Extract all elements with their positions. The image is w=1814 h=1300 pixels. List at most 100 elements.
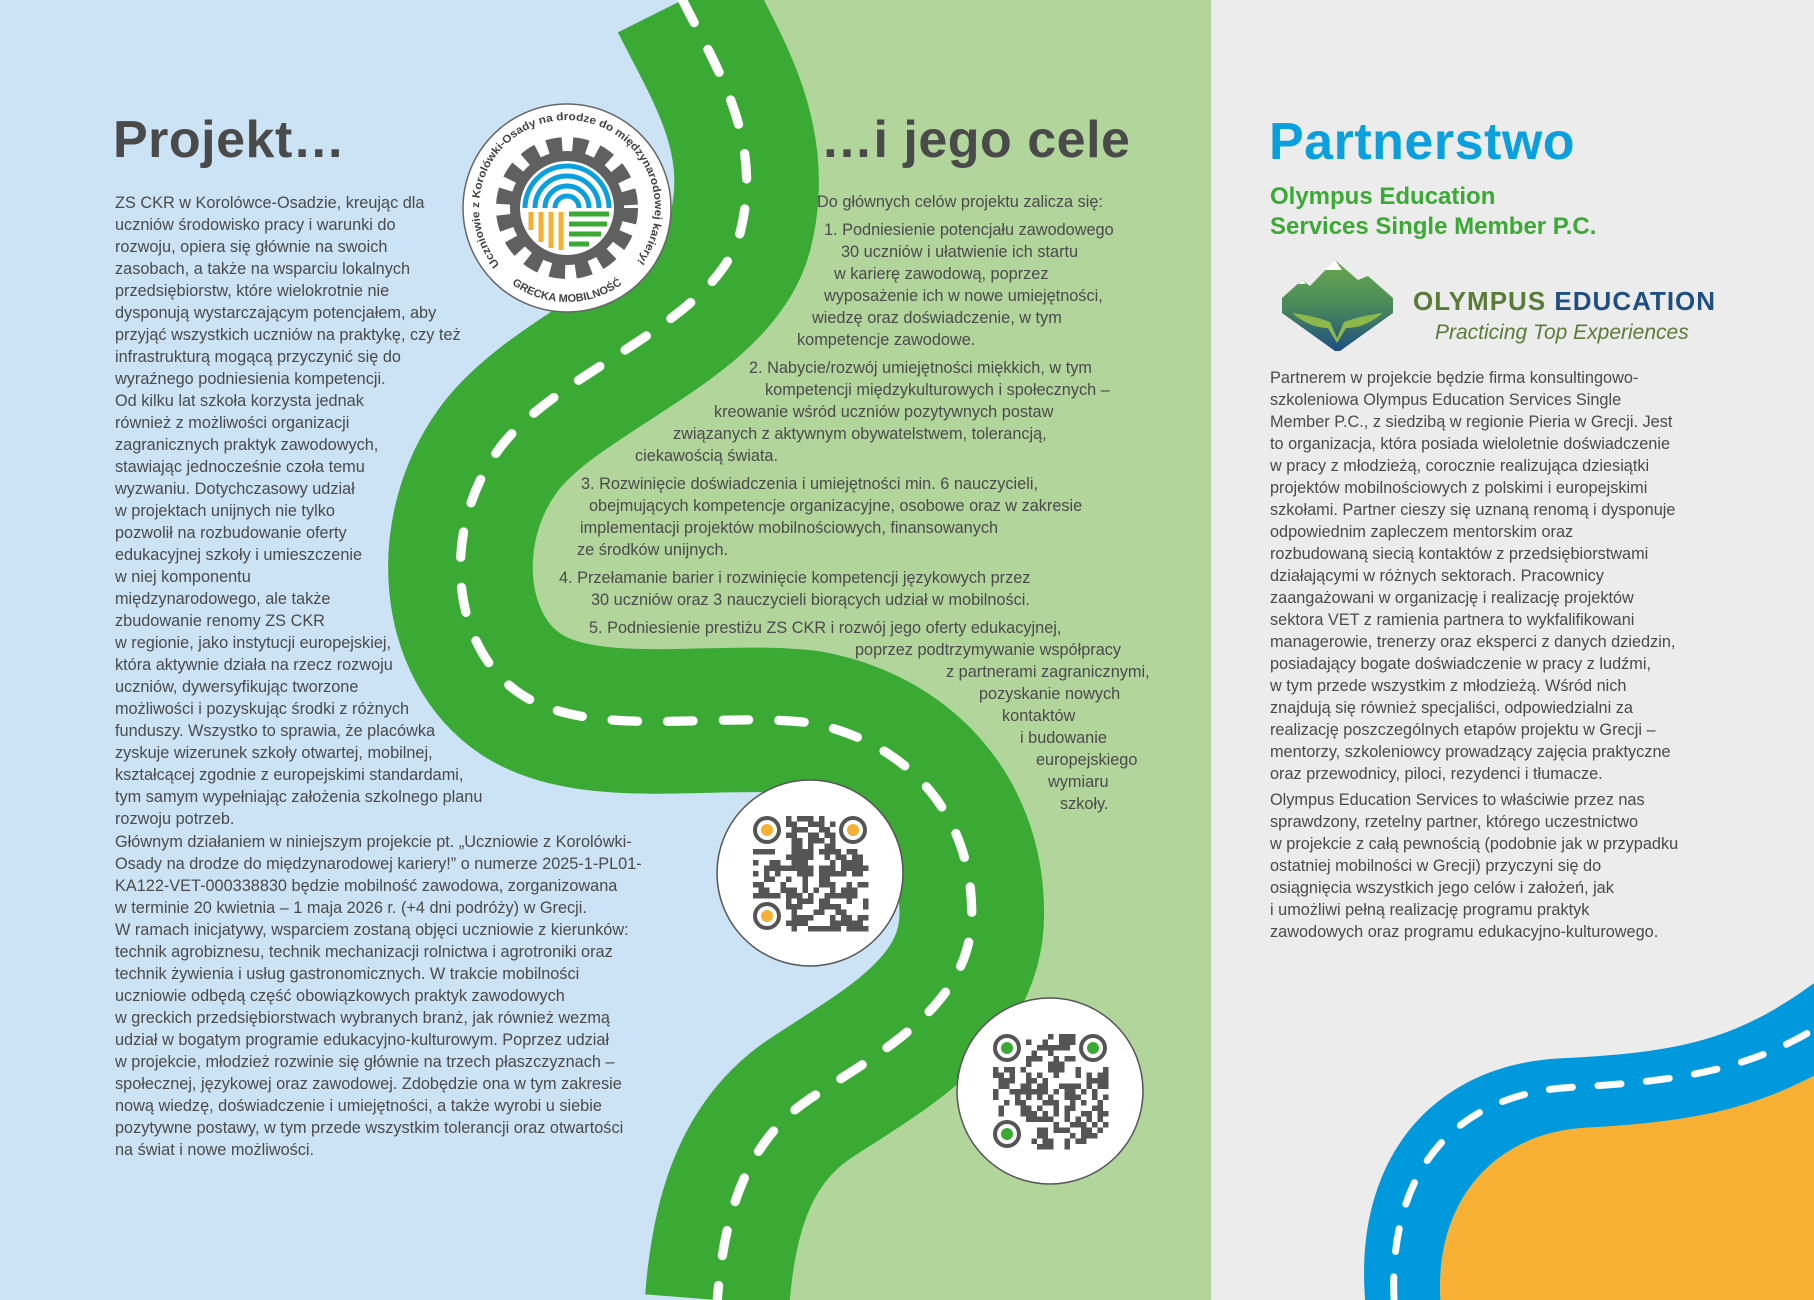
text-line: mentorzy, szkoleniowcy prowadzący zajęci… (1270, 743, 1671, 761)
text-line: również z możliwości organizacji (115, 414, 350, 432)
text-line: zbudowanie renomy ZS CKR (115, 612, 325, 630)
logo-wordmark-olympus: OLYMPUS (1413, 286, 1547, 316)
text-line: projektów mobilnościowych z polskimi i e… (1270, 479, 1648, 497)
olympus-education-logo: OLYMPUS EDUCATION Practicing Top Experie… (1280, 258, 1720, 353)
text-line: uczniowie odbędą część obowiązkowych pra… (115, 987, 565, 1005)
text-line: wiedzę oraz doświadczenie, w tym (812, 309, 1062, 327)
text-line: zawodowych oraz programu edukacyjno-kult… (1270, 923, 1659, 941)
text-line: technik agrobiznesu, technik mechanizacj… (115, 943, 613, 961)
text-line: kreowanie wśród uczniów pozytywnych post… (714, 403, 1054, 421)
cele-title: …i jego cele (821, 111, 1131, 169)
text-line: Olympus Education Services to właściwie … (1270, 791, 1645, 809)
text-line: znajdują się również specjaliści, odpowi… (1270, 699, 1633, 717)
text-line: zyskuje wizerunek szkoły otwartej, mobil… (115, 744, 433, 762)
text-line: 3. Rozwinięcie doświadczenia i umiejętno… (581, 475, 1038, 493)
wave-dashes (1390, 1025, 1814, 1300)
text-line: infrastrukturą mogącą przyczynić się do (115, 348, 401, 366)
qr-code-1[interactable] (715, 778, 905, 968)
logo-wordmark: OLYMPUS EDUCATION (1413, 286, 1716, 316)
text-line: pozytywne postawy, w tym przede wszystki… (115, 1119, 624, 1137)
text-line: tym samym wypełniając założenia szkolneg… (115, 788, 483, 806)
text-line: obejmujących kompetencje organizacyjne, … (589, 497, 1083, 515)
text-line: i budowanie (1020, 729, 1107, 747)
text-line: ZS CKR w Korolówce-Osadzie, kreując dla (115, 194, 425, 212)
text-line: ze środków unijnych. (577, 541, 729, 559)
text-line: zasobach, a także na wsparciu lokalnych (115, 260, 411, 278)
text-line: to organizacja, która posiada wieloletni… (1270, 435, 1671, 453)
text-line: w regionie, jako instytucji europejskiej… (115, 634, 392, 652)
text-line: 30 uczniów i ułatwienie ich startu (841, 243, 1079, 261)
text-line: funduszy. Wszystko to sprawia, że placów… (115, 722, 436, 740)
text-line: w projektach unijnych nie tylko (115, 502, 335, 520)
text-line: 5. Podniesienie prestiżu ZS CKR i rozwój… (589, 619, 1062, 637)
text-line: w projekcie, młodzież rozwinie się główn… (115, 1053, 615, 1071)
text-line: implementacji projektów mobilnościowych,… (580, 519, 999, 537)
text-line: przyjąć wszystkich uczniów na praktykę, … (115, 326, 461, 344)
text-line: wyposażenie ich w nowe umiejętności, (824, 287, 1103, 305)
text-line: kontaktów (1002, 707, 1076, 725)
text-line: Głównym działaniem w niniejszym projekci… (115, 833, 632, 851)
text-line: 4. Przełamanie barier i rozwinięcie komp… (559, 569, 1031, 587)
text-line: w pracy z młodzieżą, corocznie realizują… (1270, 457, 1650, 475)
text-line: uczniów, dywersyfikując tworzone (115, 678, 359, 696)
text-line: sprawdzony, rzetelny partner, którego uc… (1270, 813, 1639, 831)
text-line: kompetencje zawodowe. (797, 331, 976, 349)
mountain-eagle-icon (1282, 260, 1393, 351)
text-line: ostatniej mobilności w Grecji) przyczyni… (1270, 857, 1602, 875)
partnerstwo-title: Partnerstwo (1269, 113, 1576, 171)
text-line: ciekawością świata. (635, 447, 778, 465)
text-line: w niej komponentu (115, 568, 251, 586)
text-line: 30 uczniów oraz 3 nauczycieli biorących … (591, 591, 1030, 609)
text-line: rozwoju, opiera się głównie na swoich (115, 238, 388, 256)
text-line: w tym przede wszystkim z młodzieżą. Wśró… (1270, 677, 1627, 695)
partner-name-line: Services Single Member P.C. (1270, 213, 1597, 240)
text-line: osiągnięcia wszystkich jego celów i zało… (1270, 879, 1614, 897)
text-line: Od kilku lat szkoła korzysta jednak (115, 392, 364, 410)
partner-name: Olympus Education Services Single Member… (1270, 182, 1596, 242)
project-badge-logo: Uczniowie z Korolówki-Osady na drodze do… (462, 103, 672, 313)
projekt-title: Projekt… (113, 111, 346, 169)
text-line: europejskiego (1036, 751, 1138, 769)
text-line: zagranicznych praktyk zawodowych, (115, 436, 379, 454)
text-line: udział w bogatym programie edukacyjno-ku… (115, 1031, 610, 1049)
text-line: z partnerami zagranicznymi, (946, 663, 1150, 681)
text-line: realizację poszczególnych etapów projekt… (1270, 721, 1656, 739)
text-line: na świat i nowe możliwości. (115, 1141, 315, 1159)
text-line: nową wiedzę, doświadczenie i umiejętnośc… (115, 1097, 602, 1115)
text-line: działającymi w różnych sektorach. Pracow… (1270, 567, 1604, 585)
text-line: oraz przewodnicy, piloci, rezydenci i tł… (1270, 765, 1603, 783)
text-line: możliwości i pozyskując środki z różnych (115, 700, 410, 718)
text-line: W ramach inicjatywy, wsparciem zostaną o… (115, 921, 629, 939)
logo-wordmark-education: EDUCATION (1554, 286, 1717, 316)
text-line: w greckich przedsiębiorstwach wybranych … (115, 1009, 610, 1027)
text-line: edukacyjnej szkoły i umieszczenie (115, 546, 363, 564)
text-line: i umożliwi pełną realizację programu pra… (1270, 901, 1590, 919)
logo-tagline: Practicing Top Experiences (1435, 321, 1689, 344)
qr-code-2[interactable] (955, 996, 1145, 1186)
text-line: 2. Nabycie/rozwój umiejętności miękkich,… (749, 359, 1092, 377)
road-dashes (455, 0, 977, 1300)
text-line: pozyskanie nowych (979, 685, 1121, 703)
text-line: związanych z aktywnym obywatelstwem, tol… (673, 425, 1047, 443)
text-line: w karierę zawodową, poprzez (834, 265, 1049, 283)
text-line: posiadający bogate doświadczenie w pracy… (1270, 655, 1652, 673)
orange-wave (1439, 1075, 1814, 1300)
text-line: która aktywnie działa na rzecz rozwoju (115, 656, 393, 674)
text-line: 1. Podniesienie potencjału zawodowego (824, 221, 1114, 239)
text-line: pozwolił na rozbudowanie oferty (115, 524, 347, 542)
text-line: w terminie 20 kwietnia – 1 maja 2026 r. … (115, 899, 587, 917)
partner-name-line: Olympus Education (1270, 183, 1496, 210)
text-line: sektora VET z ramienia partnera to wykfa… (1270, 611, 1635, 629)
text-line: dysponują wystarczającym potencjałem, ab… (115, 304, 437, 322)
text-line: wymiaru (1048, 773, 1109, 791)
text-line: rozwoju potrzeb. (115, 810, 235, 828)
text-line: poprzez podtrzymywanie współpracy (855, 641, 1122, 659)
text-line: Partnerem w projekcie będzie firma konsu… (1270, 369, 1639, 387)
text-line: międzynarodowego, ale także (115, 590, 331, 608)
text-line: wyzwaniu. Dotychczasowy udział (115, 480, 355, 498)
text-line: kompetencji międzykulturowych i społeczn… (765, 381, 1110, 399)
text-line: rozbudowaną siecią kontaktów z przedsięb… (1270, 545, 1649, 563)
text-line: szkoły. (1060, 795, 1109, 813)
text-line: Member P.C., z siedzibą w regionie Pieri… (1270, 413, 1673, 431)
